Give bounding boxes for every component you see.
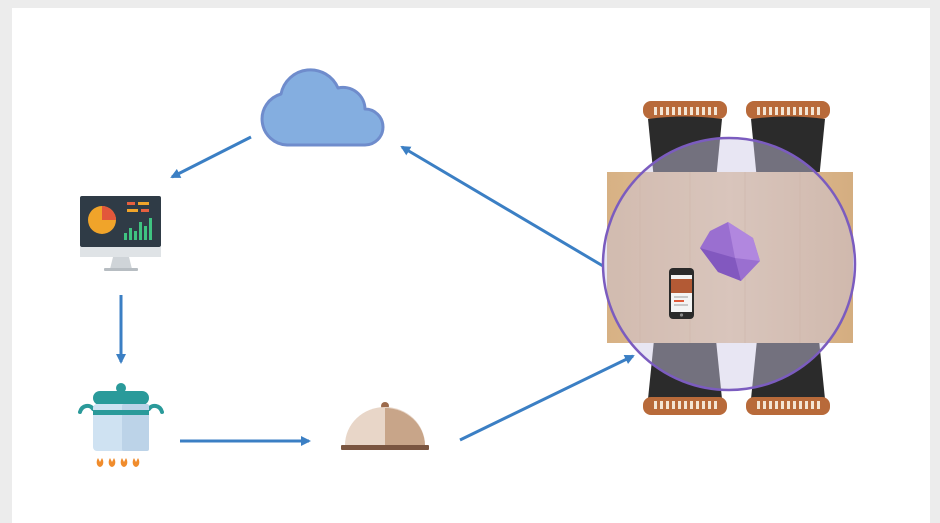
monitor-dashboard-icon [80,196,161,271]
cloche-icon [341,402,429,450]
beacon-gem-icon [700,222,760,281]
arrow-cloud-to-dashboard [170,135,252,179]
smartphone-icon [669,268,694,319]
chair-top-left [643,101,727,180]
cooking-pot-icon [78,383,164,467]
arrow-serving-to-table [459,354,635,442]
flow-arrows [116,135,635,446]
arrow-table-to-cloud [400,145,604,268]
cloud-icon [260,68,385,147]
chair-bottom-right [746,340,830,415]
chair-bottom-left [643,340,727,415]
dining-table-icon [601,101,857,415]
